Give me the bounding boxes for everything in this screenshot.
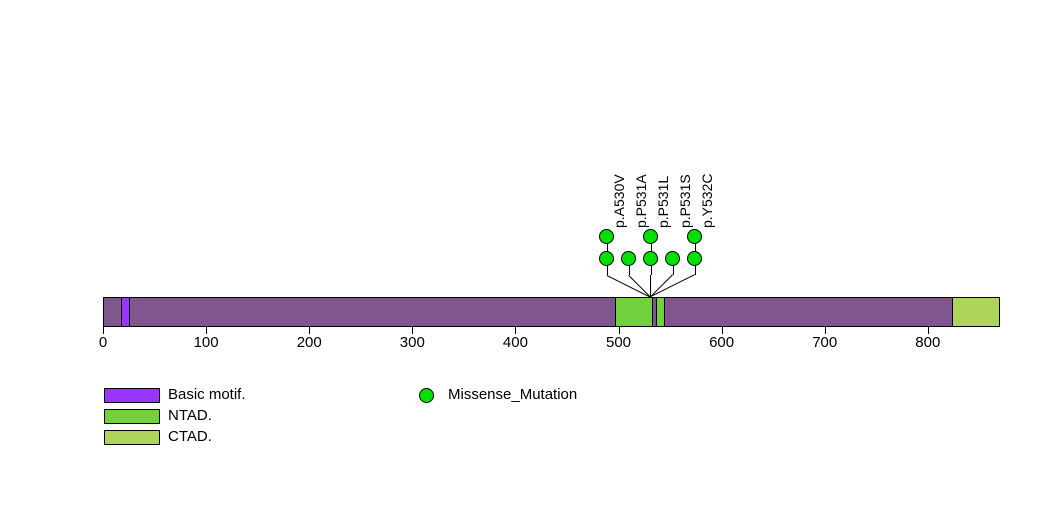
legend-swatch-basic-motif: [104, 388, 160, 403]
mutation-dot[interactable]: [665, 250, 680, 266]
legend-label-basic-motif: Basic motif.: [168, 386, 246, 403]
domain-ntad-1: [615, 297, 653, 327]
axis-tick-label-300: 300: [399, 334, 425, 351]
mutation-label: p.A530V: [610, 174, 627, 228]
mutation-label: p.P531S: [676, 174, 693, 228]
mutation-dot[interactable]: [687, 250, 702, 266]
mutation-dot[interactable]: [687, 228, 702, 244]
mutation-label: p.P531A: [632, 174, 649, 228]
mutation-dot[interactable]: [621, 250, 636, 266]
lollipop-stem-vertical: [673, 258, 674, 275]
axis-tick-label-700: 700: [812, 334, 838, 351]
lollipop-stem-diagonal: [606, 275, 651, 298]
axis-tick-0: [103, 327, 104, 334]
domain-ntad-2: [655, 297, 665, 327]
axis-tick-500: [619, 327, 620, 334]
lollipop-stem-diagonal: [650, 275, 651, 297]
axis-tick-200: [309, 327, 310, 334]
axis-tick-label-100: 100: [193, 334, 219, 351]
lollipop-stem-diagonal: [628, 275, 651, 298]
axis-tick-800: [928, 327, 929, 334]
domain-ctad-3: [951, 297, 1000, 327]
mutation-dot[interactable]: [643, 228, 658, 244]
mutation-label: p.P531L: [654, 175, 671, 228]
legend-label-ctad: CTAD.: [168, 428, 212, 445]
axis-tick-600: [722, 327, 723, 334]
legend-swatch-ntad: [104, 409, 160, 424]
axis-tick-300: [412, 327, 413, 334]
axis-tick-label-600: 600: [709, 334, 735, 351]
mutation-dot[interactable]: [599, 228, 614, 244]
axis-tick-400: [515, 327, 516, 334]
protein-backbone: [103, 297, 1000, 327]
axis-tick-label-0: 0: [98, 334, 108, 351]
mutation-dot[interactable]: [599, 250, 614, 266]
axis-tick-label-200: 200: [296, 334, 322, 351]
axis-tick-100: [206, 327, 207, 334]
legend-label-ntad: NTAD.: [168, 407, 212, 424]
mutation-dot[interactable]: [643, 250, 658, 266]
axis-tick-label-400: 400: [502, 334, 528, 351]
legend-label-missense-mutation: Missense_Mutation: [448, 386, 578, 403]
domain-basic-motif-0: [120, 297, 130, 327]
legend-swatch-ctad: [104, 430, 160, 445]
axis-tick-700: [825, 327, 826, 334]
legend-dot-missense-mutation: [419, 388, 434, 403]
axis-tick-label-500: 500: [606, 334, 632, 351]
lollipop-stem-diagonal: [650, 274, 695, 297]
mutation-label: p.Y532C: [698, 173, 715, 228]
axis-tick-label-800: 800: [915, 334, 941, 351]
lollipop-stem-vertical: [629, 258, 630, 275]
